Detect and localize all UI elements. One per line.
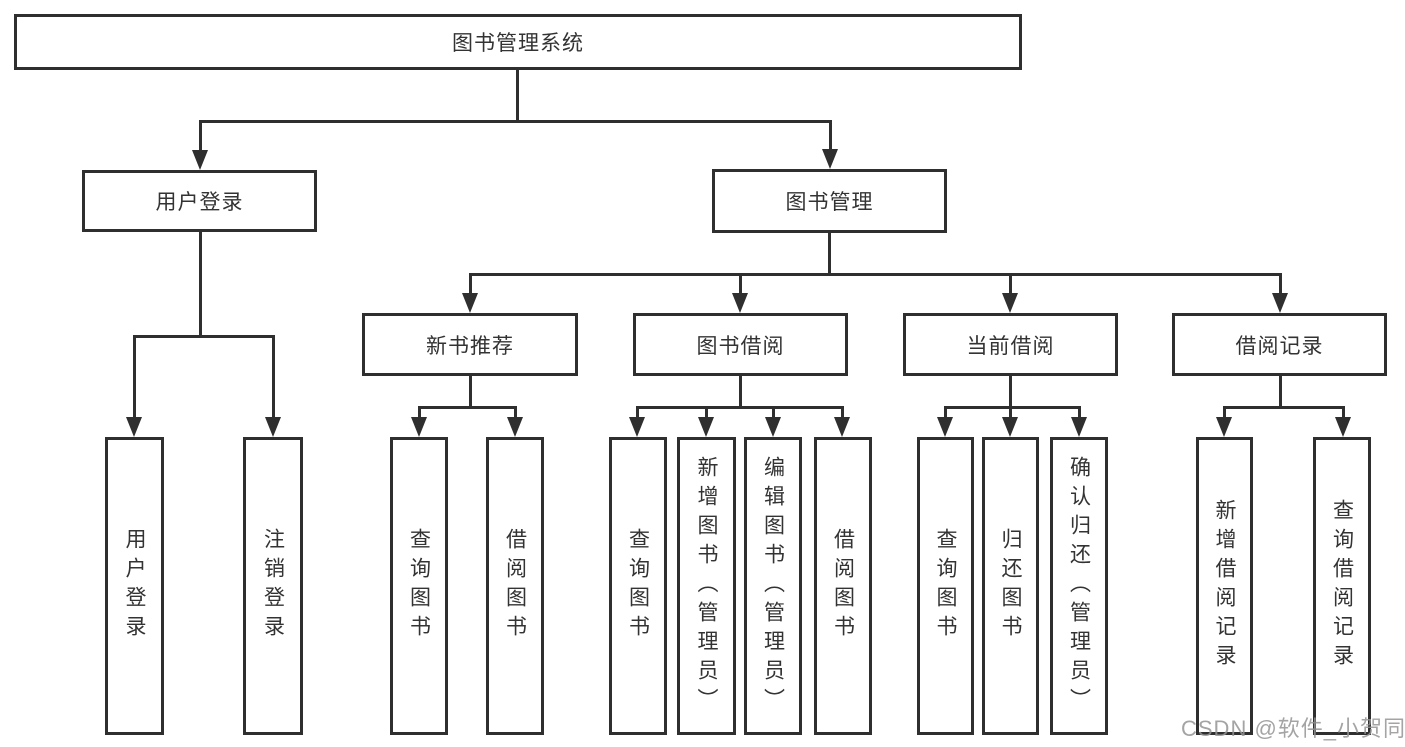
arrow-down-icon [698, 417, 714, 437]
arrow-down-icon [1216, 417, 1232, 437]
leaf-confirm-return-admin: 确认归还（管理员） [1050, 437, 1108, 735]
connector-leaf [1223, 406, 1226, 419]
connector-leaf [514, 406, 517, 419]
connector-borrow-records-stem [1279, 376, 1282, 407]
leaf-add-books-admin: 新增图书（管理员） [677, 437, 736, 735]
node-user-login: 用户登录 [82, 170, 317, 232]
node-root: 图书管理系统 [14, 14, 1022, 70]
arrow-down-icon [265, 417, 281, 437]
connector-leaf [1342, 406, 1345, 419]
watermark: CSDN @软件_小贺同学 [1181, 716, 1405, 741]
connector-new-book-rec-stem [469, 376, 472, 407]
connector-to-borrow-records [1279, 273, 1282, 295]
connector-leaf [841, 406, 844, 419]
connector-to-book-mgmt [829, 120, 832, 151]
leaf-add-borrow-record: 新增借阅记录 [1196, 437, 1253, 735]
connector-current-borrow-branch [944, 406, 1080, 409]
node-new-book-rec: 新书推荐 [362, 313, 578, 376]
connector-to-current-borrow [1009, 273, 1012, 295]
connector-leaf [1009, 406, 1012, 419]
connector-root-branch [199, 120, 831, 123]
connector-leaf [636, 406, 639, 419]
connector-to-user-login [199, 120, 202, 152]
arrow-down-icon [1335, 417, 1351, 437]
connector-current-borrow-stem [1009, 376, 1012, 407]
arrow-down-icon [937, 417, 953, 437]
connector-leaf [705, 406, 708, 419]
arrow-down-icon [1071, 417, 1087, 437]
arrow-down-icon [834, 417, 850, 437]
node-book-borrow: 图书借阅 [633, 313, 848, 376]
connector-leaf [1078, 406, 1081, 419]
connector-to-book-borrow [739, 273, 742, 295]
connector-borrow-records-branch [1223, 406, 1344, 409]
connector-to-leaf-logout [272, 335, 275, 419]
connector-leaf [418, 406, 421, 419]
arrow-down-icon [192, 150, 208, 170]
leaf-borrow-books-rec: 借阅图书 [486, 437, 544, 735]
leaf-borrow-books: 借阅图书 [814, 437, 872, 735]
connector-to-leaf-user-login [133, 335, 136, 419]
arrow-down-icon [1002, 293, 1018, 313]
leaf-user-login: 用户登录 [105, 437, 164, 735]
arrow-down-icon [1002, 417, 1018, 437]
leaf-query-books-rec: 查询图书 [390, 437, 448, 735]
connector-leaf [772, 406, 775, 419]
arrow-down-icon [411, 417, 427, 437]
node-borrow-records: 借阅记录 [1172, 313, 1387, 376]
leaf-query-books-current: 查询图书 [917, 437, 974, 735]
node-book-mgmt: 图书管理 [712, 169, 947, 233]
leaf-edit-books-admin: 编辑图书（管理员） [744, 437, 802, 735]
connector-user-login-branch [133, 335, 274, 338]
connector-to-new-book-rec [469, 273, 472, 295]
arrow-down-icon [126, 417, 142, 437]
arrow-down-icon [765, 417, 781, 437]
arrow-down-icon [507, 417, 523, 437]
connector-leaf [944, 406, 947, 419]
leaf-query-books-borrow: 查询图书 [609, 437, 667, 735]
arrow-down-icon [629, 417, 645, 437]
connector-root-stem [516, 70, 519, 120]
connector-new-book-rec-branch [418, 406, 516, 409]
arrow-down-icon [462, 293, 478, 313]
connector-book-borrow-branch [636, 406, 842, 409]
connector-book-mgmt-branch [469, 273, 1281, 276]
arrow-down-icon [1272, 293, 1288, 313]
leaf-logout: 注销登录 [243, 437, 303, 735]
connector-book-borrow-stem [739, 376, 742, 407]
arrow-down-icon [732, 293, 748, 313]
leaf-query-borrow-record: 查询借阅记录 [1313, 437, 1371, 735]
leaf-return-books: 归还图书 [982, 437, 1039, 735]
arrow-down-icon [822, 149, 838, 169]
connector-user-login-stem [199, 232, 202, 335]
connector-book-mgmt-stem [828, 233, 831, 274]
node-current-borrow: 当前借阅 [903, 313, 1118, 376]
